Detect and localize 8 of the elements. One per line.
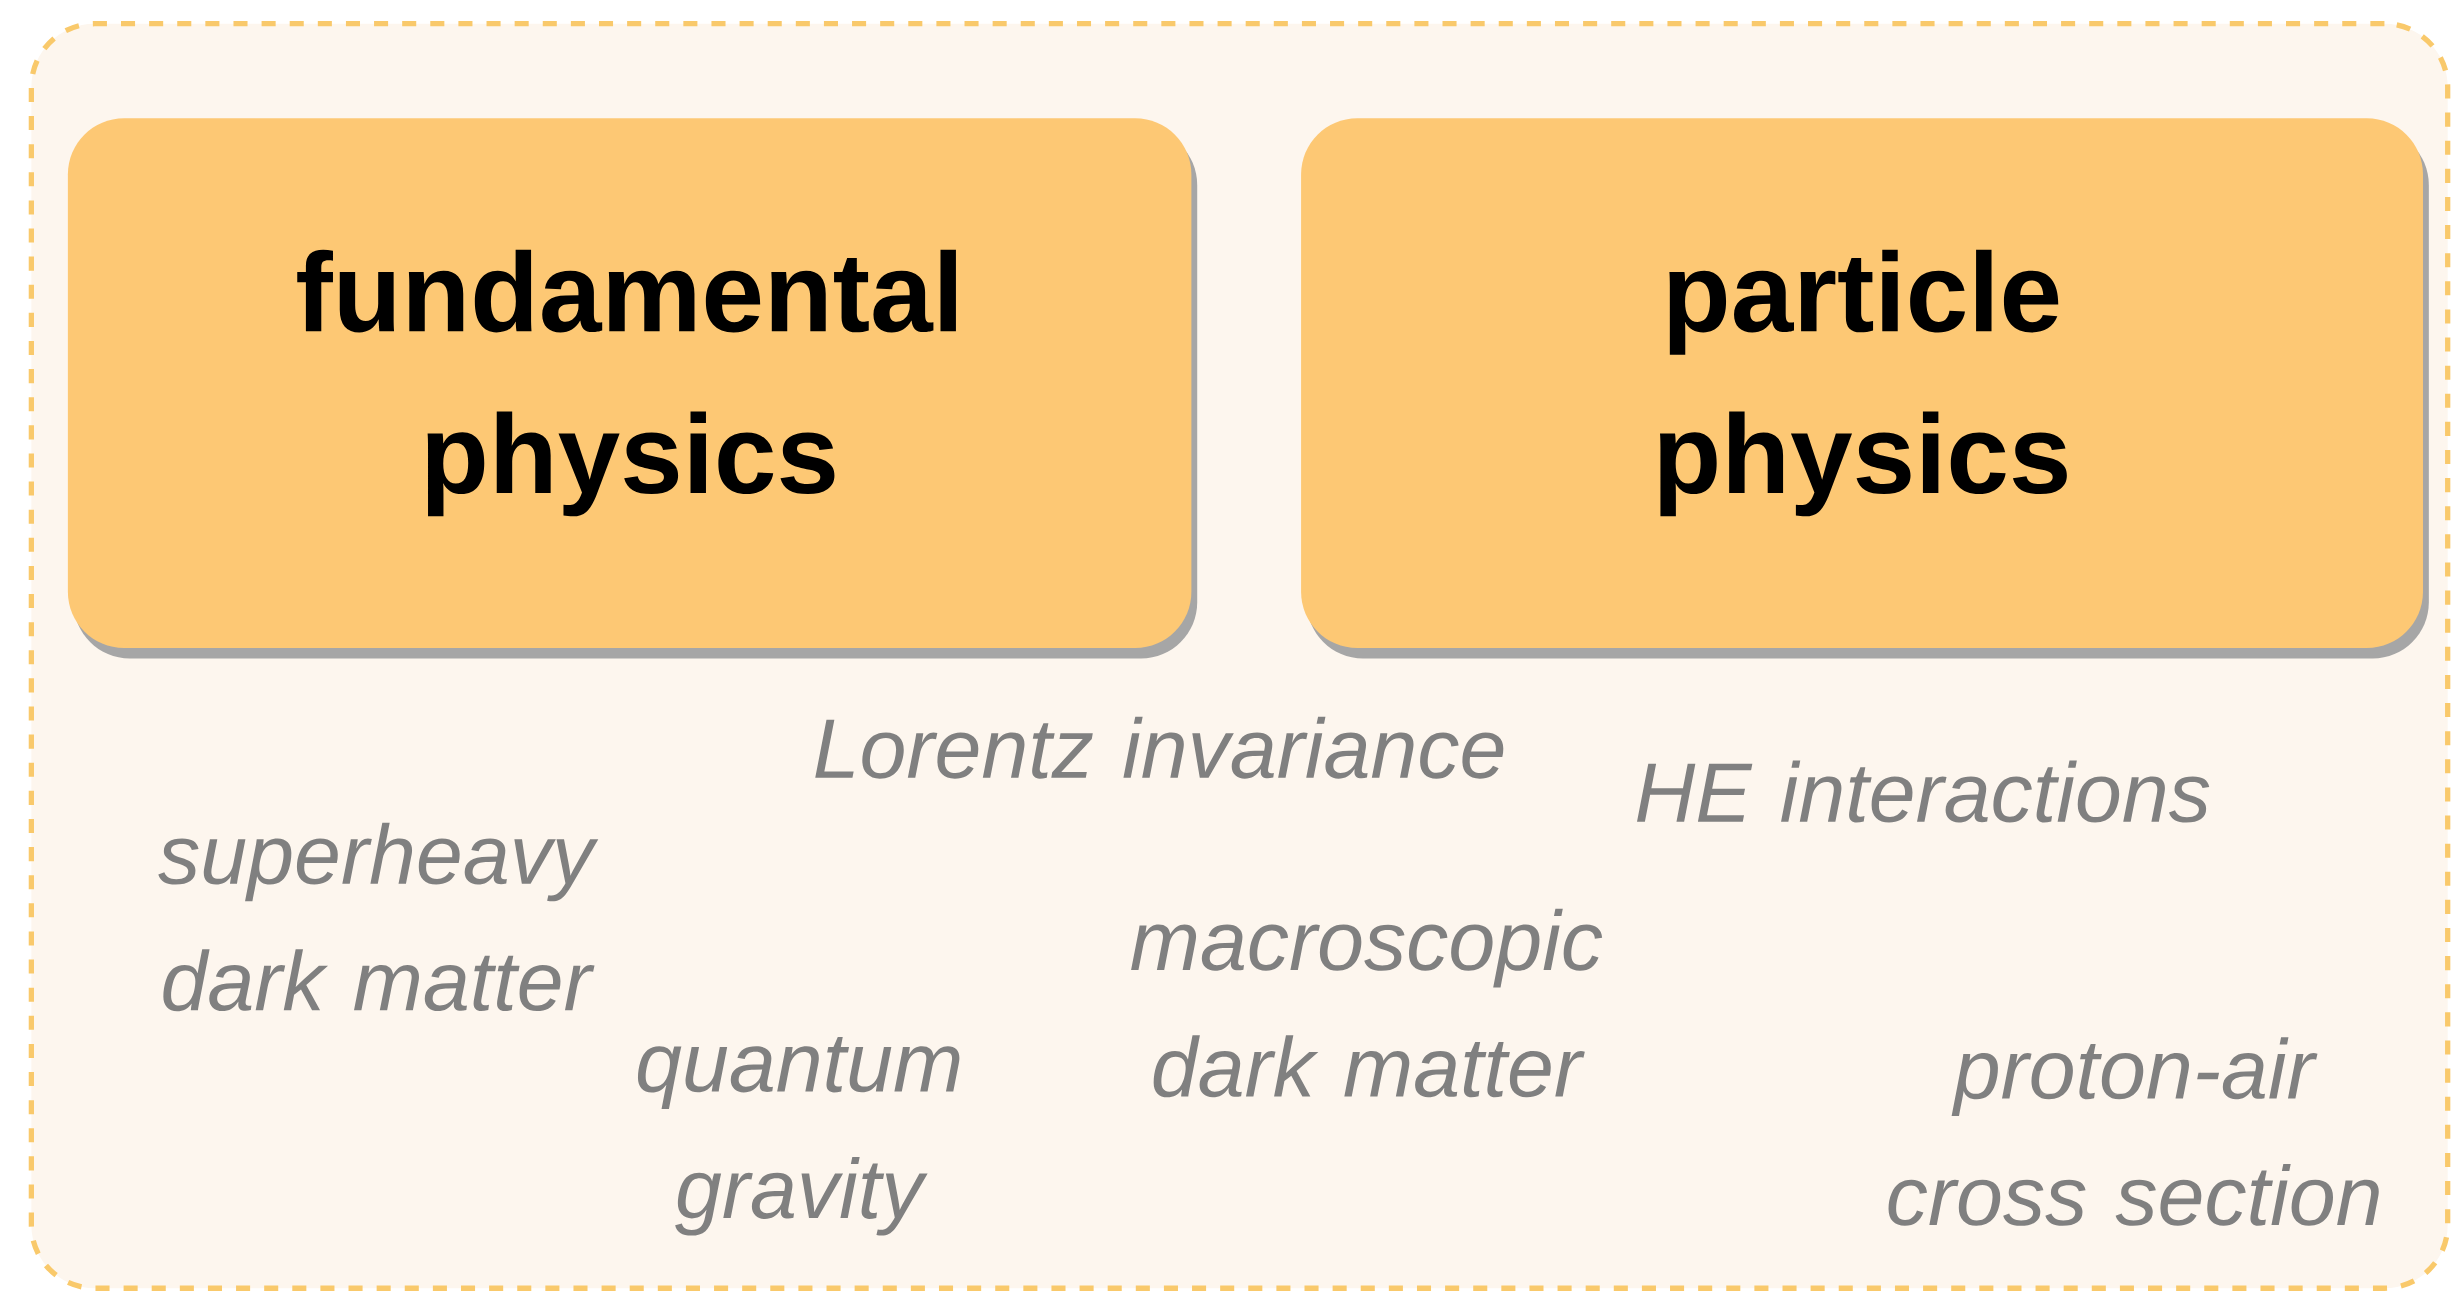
topic-label: macroscopic dark matter: [1131, 908, 1603, 1098]
topic-label: proton-air cross section: [1888, 1037, 2379, 1226]
process-box: particle physics: [1301, 118, 2429, 659]
topic-label: superheavy dark matter: [158, 822, 599, 1012]
topic-label: quantum gravity: [637, 1037, 960, 1236]
topic-label: Lorentz invariance: [815, 716, 1504, 779]
topic-label: HE interactions: [1637, 760, 2210, 823]
process-box: fundamental physics: [67, 118, 1198, 659]
